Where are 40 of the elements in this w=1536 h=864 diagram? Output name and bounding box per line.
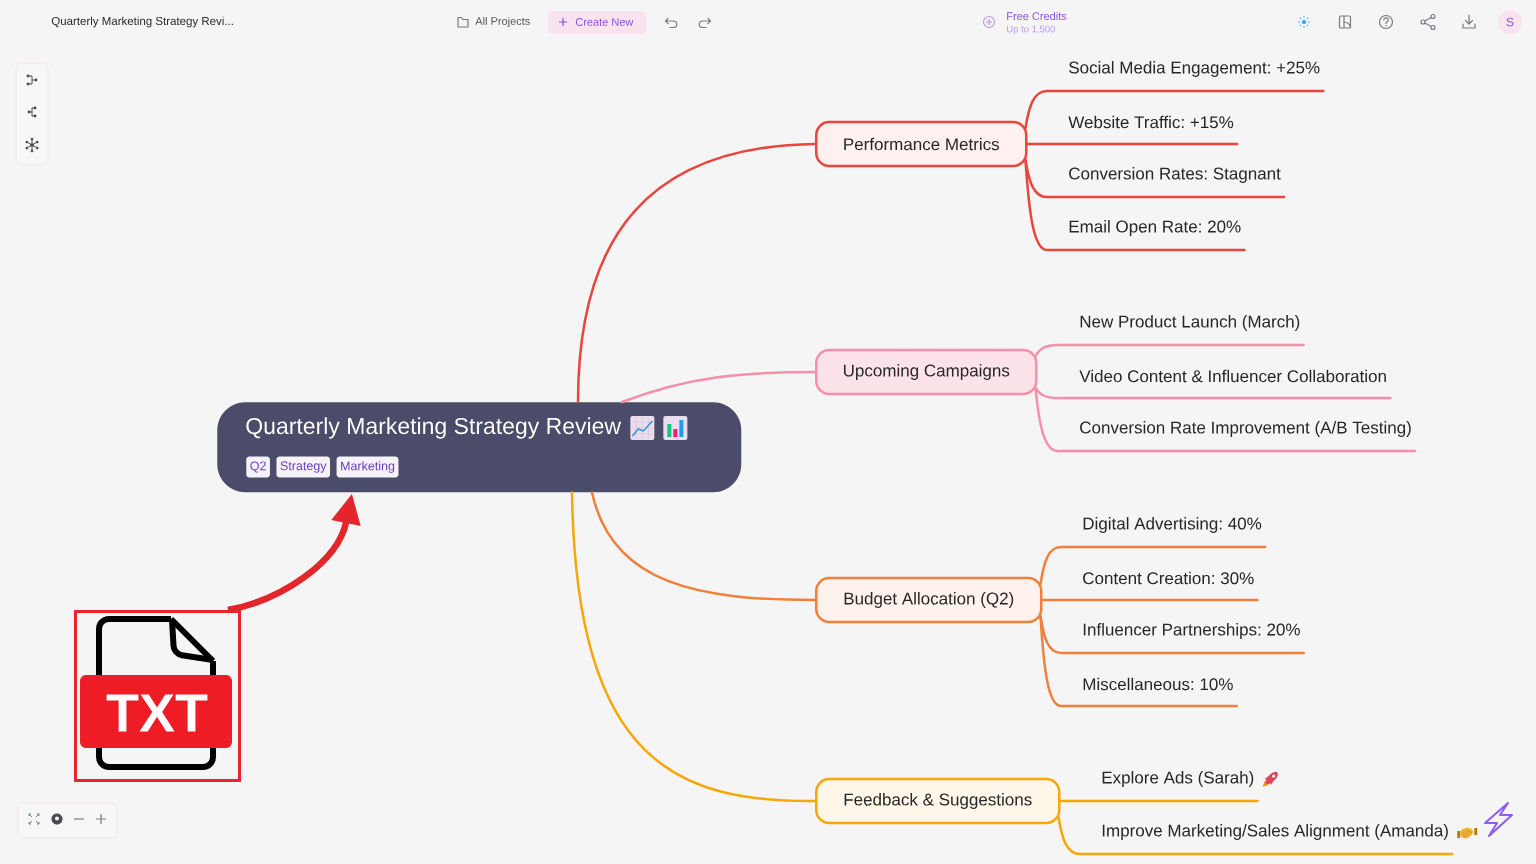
tag: Q2	[246, 456, 270, 478]
branch-line	[570, 491, 817, 803]
subtopic-text: Content Creation: 30%	[1083, 571, 1254, 585]
branch-line	[1057, 815, 1454, 856]
branch-line	[1041, 598, 1259, 602]
branch-line	[1059, 799, 1259, 803]
branch-line	[1024, 158, 1246, 252]
document-title: Quarterly Marketing Strategy Revi...	[51, 16, 233, 28]
tag: Marketing	[336, 456, 399, 478]
credits-link: Free Credits	[1007, 11, 1067, 21]
subtopic-text: Digital Advertising: 40%	[1083, 517, 1262, 533]
subtopic-text: Miscellaneous: 10%	[1083, 677, 1233, 691]
topic-box: Budget Allocation (Q2)	[815, 576, 1043, 624]
credits-note: Up to 1,500	[1007, 25, 1055, 35]
topic-box: Performance Metrics	[815, 120, 1028, 168]
subtopic-text: Social Media Engagement: +25%	[1069, 61, 1320, 77]
subtopic-text: Conversion Rate Improvement (A/B Testing)	[1080, 421, 1411, 437]
branch-line	[1034, 386, 1392, 400]
subtopic-text: Conversion Rates: Stagnant	[1069, 167, 1281, 183]
create-button: Create New	[548, 11, 646, 34]
branch-line	[1034, 386, 1417, 453]
branch-line	[576, 142, 817, 404]
subtopic-text: Improve Marketing/Sales Alignment (Amanda)	[1102, 824, 1448, 840]
subtopic-text: Website Traffic: +15%	[1068, 115, 1234, 129]
subtopic-text: Explore Ads (Sarah)	[1102, 771, 1254, 787]
topic-box: Feedback & Suggestions	[815, 777, 1061, 825]
branch-line	[1039, 614, 1238, 708]
branch-line	[1039, 545, 1267, 586]
branch-line	[620, 370, 817, 404]
branch-line	[590, 491, 817, 602]
subtopic-text: Influencer Partnerships: 20%	[1083, 623, 1300, 639]
branch-line	[1034, 343, 1305, 358]
subtopic-text: Video Content & Influencer Collaboration	[1079, 369, 1386, 383]
branch-line	[1026, 142, 1239, 146]
subtopic-text: Email Open Rate: 20%	[1069, 220, 1241, 236]
branch-line	[1024, 89, 1325, 130]
nav-link: All Projects	[475, 16, 530, 28]
subtopic-text: New Product Launch (March)	[1080, 315, 1300, 331]
topic-box: Upcoming Campaigns	[815, 348, 1038, 396]
tag: Strategy	[276, 456, 331, 478]
